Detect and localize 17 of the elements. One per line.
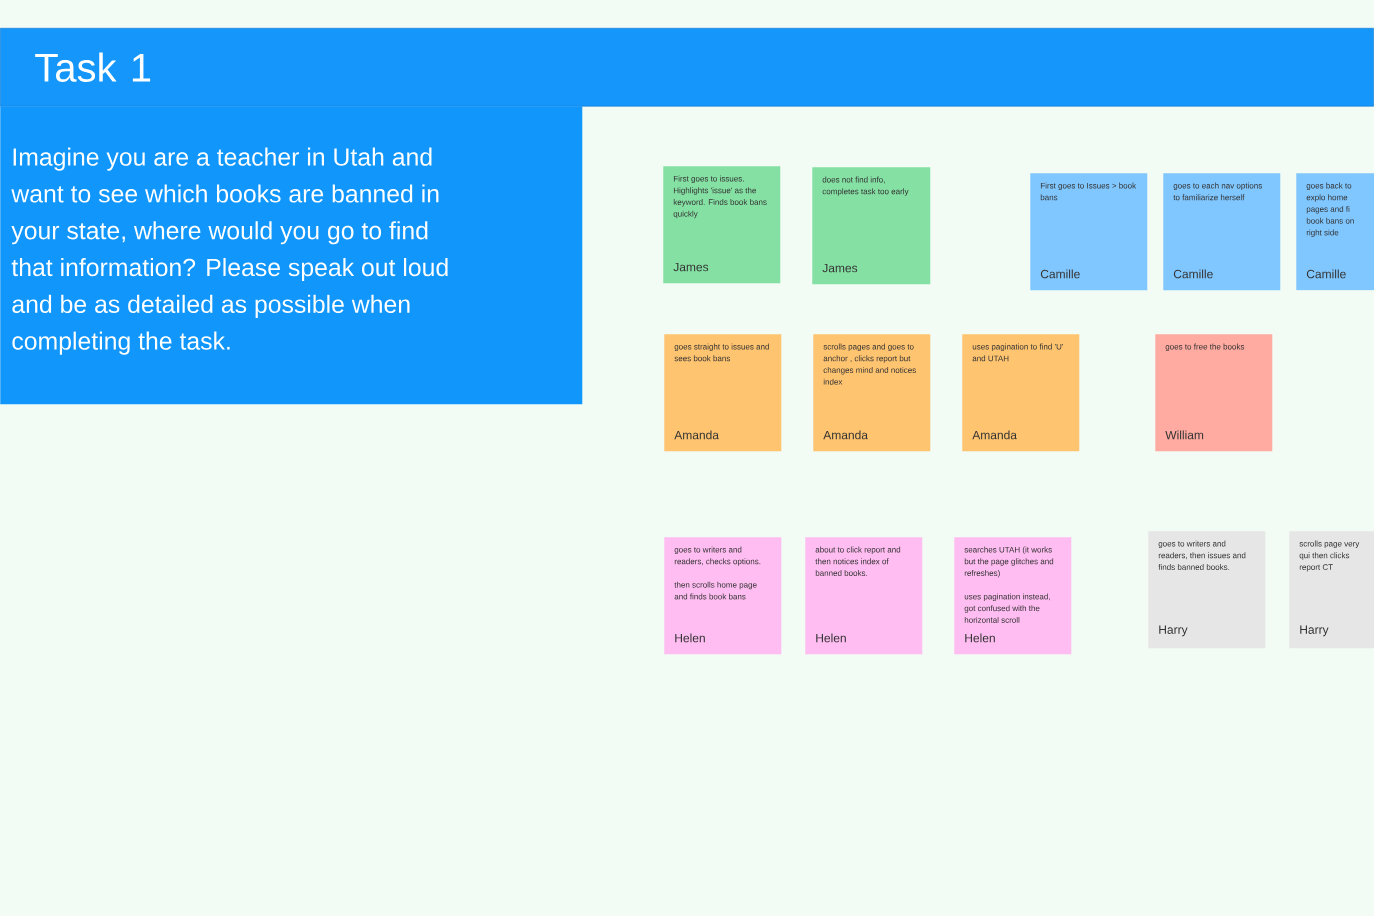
sticky-note: First goes to issues. Highlights 'issue' as the keyword. Finds book bans quickly James bbox=[663, 166, 781, 284]
sticky-note: about to click report and then notices index of banned books. Helen bbox=[805, 537, 923, 655]
header-bar: Task 1 bbox=[0, 28, 1374, 107]
sticky-note: goes to writers and readers, then issues and finds banned books. Harry bbox=[1148, 531, 1266, 649]
node-label: Imagine you are a teacher in Utah and want to see which books are banned in your state, where would you go to find that information? Please speak out loud and be as detailed as possible when completing the task. bbox=[11, 147, 448, 355]
sticky-note: goes to free the books William bbox=[1155, 334, 1273, 452]
sticky-note: goes straight to issues and sees book bans Amanda bbox=[664, 334, 782, 452]
sticky-note: uses pagination to find 'U' and UTAH Amanda bbox=[962, 334, 1080, 452]
sticky-note: goes back to explo home pages and fi book bans on right side Camille bbox=[1296, 173, 1374, 291]
sticky-note: goes to writers and readers, checks options. then scrolls home page and finds book bans Helen bbox=[664, 537, 782, 655]
sticky-note: First goes to Issues > book bans Camille bbox=[1030, 173, 1148, 291]
sticky-note: goes to each nav options to familiarize herself Camille bbox=[1163, 173, 1281, 291]
sticky-note: scrolls page very qui then clicks report CT Harry bbox=[1289, 531, 1374, 649]
sticky-note: searches UTAH (it works but the page glitches and refreshes) uses pagination instead, got confused with the horizontal scroll Helen bbox=[954, 537, 1072, 655]
sticky-note: does not find info, completes task too early James bbox=[812, 167, 931, 285]
task-prompt-box: Imagine you are a teacher in Utah and want to see which books are banned in your state, where would you go to find that information? Please speak out loud and be as detailed as possible when completing the task. bbox=[0, 106, 583, 405]
sticky-note: scrolls pages and goes to anchor , clicks report but changes mind and notices index Amanda bbox=[813, 334, 931, 452]
